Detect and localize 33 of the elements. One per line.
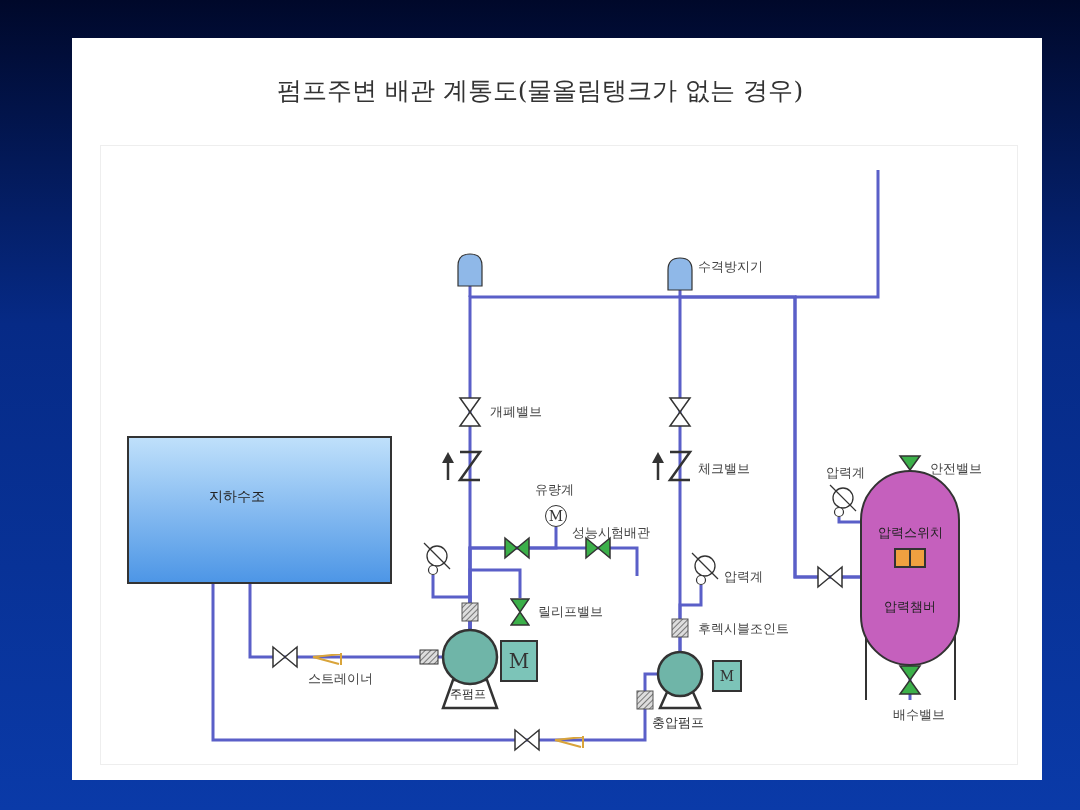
- motor: [712, 660, 742, 692]
- pump-label: 충압펌프: [652, 714, 704, 732]
- chamber-label: 압력챔버: [884, 598, 936, 616]
- pressure-gauge: [691, 551, 721, 587]
- part-label: 수격방지기: [698, 260, 763, 275]
- pressure-gauge: [423, 541, 453, 577]
- part-label: 유량계: [535, 483, 574, 498]
- pipe-line: [678, 585, 703, 652]
- part-label: 개폐밸브: [490, 405, 542, 420]
- tank-label: 지하수조: [209, 488, 265, 506]
- part-label: 안전밸브: [930, 462, 982, 477]
- switch-label: 압력스위치: [877, 524, 943, 542]
- part-label: 압력계: [724, 570, 763, 585]
- part-label: 압력계: [826, 466, 865, 481]
- meter-letter: M: [548, 509, 564, 523]
- motor-letter: M: [719, 669, 735, 683]
- motor-letter: M: [508, 651, 530, 671]
- relief-valve: [510, 598, 530, 626]
- part-label: 후렉시블조인트: [698, 622, 789, 637]
- pipe-line: [211, 584, 658, 742]
- part-label: 배수밸브: [893, 708, 945, 723]
- part-label: 스트레이너: [308, 672, 373, 687]
- motor: [500, 640, 538, 682]
- pressure-gauge: [829, 483, 859, 519]
- water-tank: [127, 436, 392, 584]
- pipe-line: [837, 517, 860, 524]
- part-label: 체크밸브: [698, 462, 750, 477]
- pump-label: 주펌프: [450, 686, 486, 703]
- pipe-line: [248, 584, 443, 659]
- part-label: 성능시험배관: [572, 526, 650, 541]
- part-label: 릴리프밸브: [538, 605, 603, 620]
- main-pump: [441, 628, 499, 710]
- diagram-title: 펌프주변 배관 계통도(물올림탱크가 없는 경우): [276, 76, 804, 105]
